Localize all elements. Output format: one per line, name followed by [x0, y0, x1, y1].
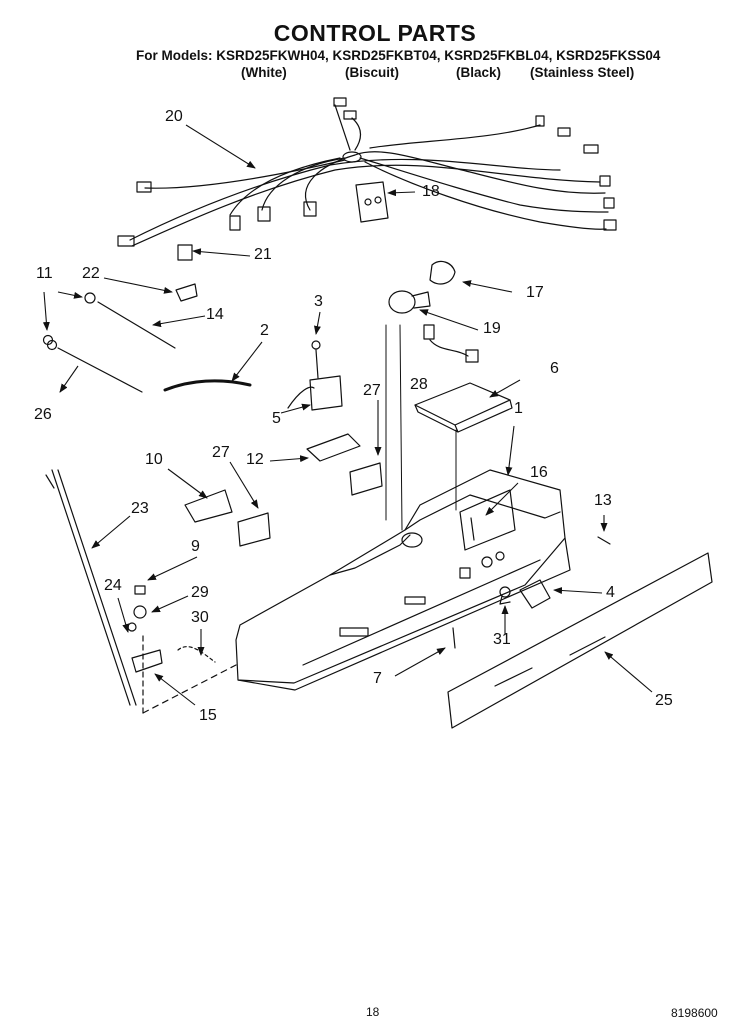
callout-1: 1 [514, 400, 523, 417]
callout-17: 17 [526, 284, 544, 301]
callout-19: 19 [483, 320, 501, 337]
callout-23: 23 [131, 500, 149, 517]
callout-14: 14 [206, 306, 224, 323]
callout-25: 25 [655, 692, 673, 709]
color-black: (Black) [456, 65, 502, 80]
callout-5: 5 [272, 410, 281, 427]
callout-24: 24 [104, 577, 122, 594]
callout-10: 10 [145, 451, 163, 468]
callout-2: 2 [260, 322, 269, 339]
callout-12: 12 [246, 451, 264, 468]
callout-13: 13 [594, 492, 612, 509]
callout-22: 22 [82, 265, 100, 282]
callout-31: 31 [493, 631, 511, 648]
part-1-control-housing [235, 469, 571, 691]
callout-4: 4 [606, 584, 615, 601]
part-21-clip [177, 244, 193, 261]
callout-21: 21 [254, 246, 272, 263]
callout-20: 20 [165, 108, 183, 125]
callout-9: 9 [191, 538, 200, 555]
models-line: For Models: KSRD25FKWH04, KSRD25FKBT04, … [136, 48, 661, 63]
page-number: 18 [366, 1005, 380, 1019]
wiring-harness [117, 97, 617, 247]
part-22-bracket [175, 283, 198, 302]
callout-16: 16 [530, 464, 548, 481]
callout-6: 6 [550, 360, 559, 377]
callout-11: 11 [36, 265, 53, 282]
callout-29: 29 [191, 584, 209, 601]
callout-3: 3 [314, 293, 323, 310]
callout-18: 18 [422, 183, 440, 200]
color-white: (White) [241, 65, 287, 80]
callout-27-upper: 27 [363, 382, 381, 399]
callout-28: 28 [410, 376, 428, 393]
color-biscuit: (Biscuit) [345, 65, 399, 80]
document-number: 8198600 [671, 1006, 718, 1020]
part-18-grommet-plate [355, 181, 389, 223]
callout-15: 15 [199, 707, 217, 724]
callout-27-lower: 27 [212, 444, 230, 461]
page-title: CONTROL PARTS [273, 20, 477, 46]
callout-30: 30 [191, 609, 209, 626]
callout-26: 26 [34, 406, 52, 423]
callout-7: 7 [373, 670, 382, 687]
color-stainless-steel: (Stainless Steel) [530, 65, 635, 80]
